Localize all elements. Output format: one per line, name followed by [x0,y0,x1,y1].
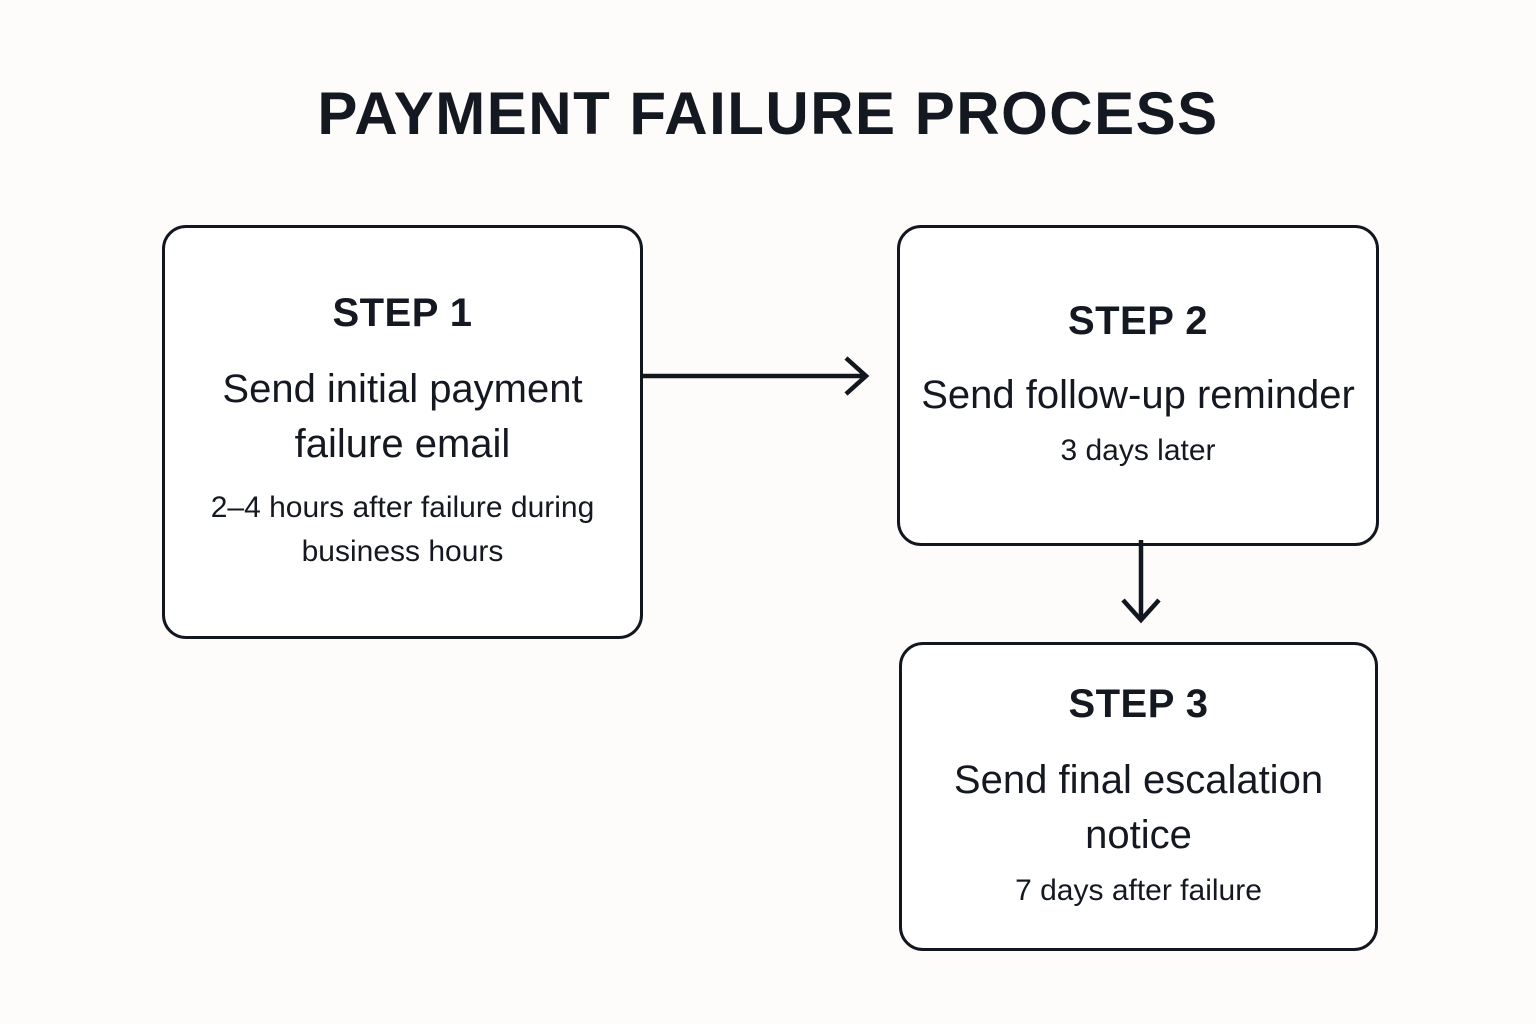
step-3-label: STEP 3 [1068,681,1209,726]
step-3-detail: 7 days after failure [1015,873,1262,907]
step-2-label: STEP 2 [1067,299,1209,343]
step-3-body: Send final escalation notice [953,757,1324,857]
step-1-label: STEP 1 [332,291,473,335]
step-2-detail: 3 days later [1060,434,1216,467]
step-box-2[interactable]: STEP 2 Send follow-up reminder 3 days la… [897,225,1379,546]
step-box-3[interactable]: STEP 3 Send final escalation notice 7 da… [899,642,1378,951]
step-2-body: Send follow-up reminder [921,373,1355,417]
page-title: PAYMENT FAILURE PROCESS [317,80,1219,147]
step-box-1[interactable]: STEP 1 Send initial payment failure emai… [162,225,643,639]
arrow-step1-to-step2-icon [640,356,870,396]
step-1-detail: 2–4 hours after failure during business … [210,491,595,568]
arrow-step2-to-step3-icon [1121,540,1161,624]
step-1-body: Send initial payment failure email [222,367,583,466]
